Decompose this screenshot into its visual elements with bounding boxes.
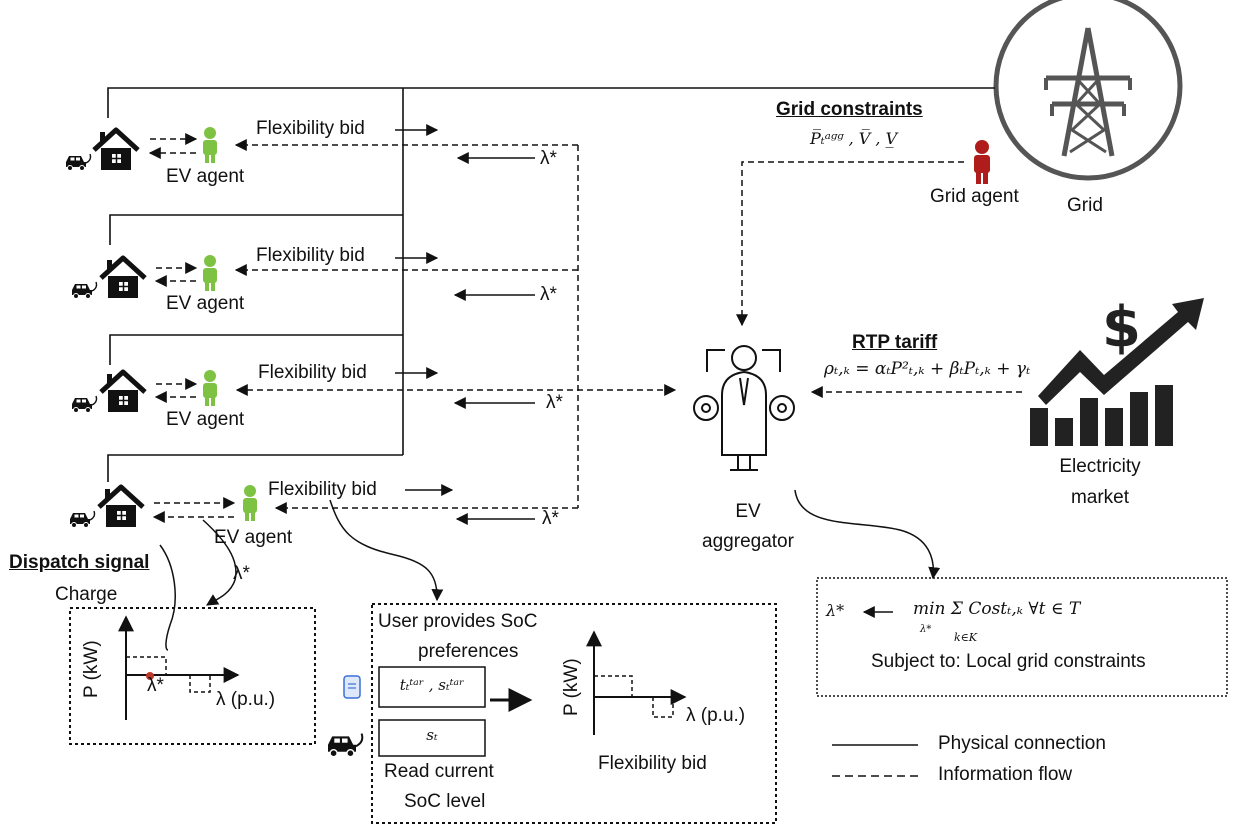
flexibility-bid-arrows [395,124,454,496]
market-label-1: Electricity [1059,456,1141,477]
ev-agent-icon-1 [203,127,217,163]
grid-agent-label: Grid agent [930,186,1019,207]
house-agent-links [148,133,236,523]
lambda-arrows [453,152,535,525]
soc-field[interactable] [378,719,486,757]
ev-agent-label-3: EV agent [166,409,245,430]
rtp-tariff-formula: ρₜ,ₖ = αₜP²ₜ,ₖ + βₜPₜ,ₖ + γₜ [824,359,1031,379]
grid-label: Grid [1067,195,1103,216]
market-icon: $ [1030,295,1204,446]
target-preference-text: tₜᵗᵃʳ , sₜᵗᵃʳ [399,676,465,694]
grid-constraints-formula: P̅ₜᵃᵍᵍ , V̅ , V̲ [810,129,898,148]
bid-chart [586,630,687,735]
ev-agent-icon-2 [203,255,217,291]
optimization-min-sub: λ* [920,624,932,635]
information-network [234,139,1022,514]
rtp-tariff-title: RTP tariff [852,332,938,353]
flexibility-bid-label-2: Flexibility bid [256,245,365,266]
aggregator-label-1: EV [735,501,761,522]
ev-agent-label-2: EV agent [166,293,245,314]
svg-text:$: $ [1102,295,1141,360]
grid-constraints-title: Grid constraints [776,99,923,120]
lambda-star-dot [146,672,154,680]
ev-agent-icon-3 [203,370,217,406]
curved-connectors [159,489,941,651]
lambda-label-3: λ* [546,392,563,413]
house-2 [71,258,145,299]
soc-text: sₜ [426,726,438,744]
market-label-2: market [1070,487,1130,508]
optimization-subject: Subject to: Local grid constraints [871,651,1146,672]
flexibility-bid-label-4: Flexibility bid [268,479,377,500]
lambda-label-1: λ* [540,148,557,169]
dispatch-x-axis-label: λ (p.u.) [216,689,276,710]
grid-agent-icon [974,140,990,184]
dispatch-charge-label: Charge [55,584,118,605]
optimization-sum-sub: k∈K [954,631,978,644]
user-car-icon [327,732,364,758]
aggregator-label-2: aggregator [702,531,794,552]
dispatch-lambda-mark: λ* [147,675,164,696]
dispatch-signal-title: Dispatch signal [9,552,150,573]
optimization-box [816,577,1228,697]
bid-y-axis-label: P (kW) [561,658,582,716]
flexibility-bid-label-1: Flexibility bid [256,118,365,139]
physical-connections [107,87,995,482]
dispatch-box [69,607,316,745]
lambda-label-2: λ* [540,284,557,305]
ev-agent-icon-4 [243,485,257,521]
optimization-formula: min Σ Costₜ,ₖ ∀t ∈ T [913,599,1081,619]
aggregator-icon [693,345,795,471]
user-prefs-line1: User provides SoC [378,611,538,632]
user-box [371,603,777,824]
legend-information: Information flow [938,764,1073,785]
target-preference-field[interactable] [378,666,486,708]
house-1 [65,130,138,171]
optimization-lambda: λ* [826,601,845,620]
legend-physical: Physical connection [938,733,1106,754]
lambda-label-4: λ* [542,508,559,529]
dispatch-lambda-label: λ* [233,563,250,584]
house-4 [69,487,143,528]
legend-lines [832,744,918,777]
bid-caption: Flexibility bid [598,753,707,774]
ev-agent-label-4: EV agent [214,527,293,548]
house-3 [71,372,145,413]
user-prefs-line2: preferences [418,641,519,662]
dispatch-y-axis-label: P (kW) [81,640,102,698]
flexibility-bid-label-3: Flexibility bid [258,362,367,383]
ev-agent-label-1: EV agent [166,166,245,187]
bid-x-axis-label: λ (p.u.) [686,705,746,726]
grid-pylon-icon [993,0,1183,181]
phone-touch-icon [343,675,361,699]
dispatch-chart [118,615,240,720]
read-soc-line1: Read current [384,761,494,782]
read-soc-line2: SoC level [404,791,486,812]
